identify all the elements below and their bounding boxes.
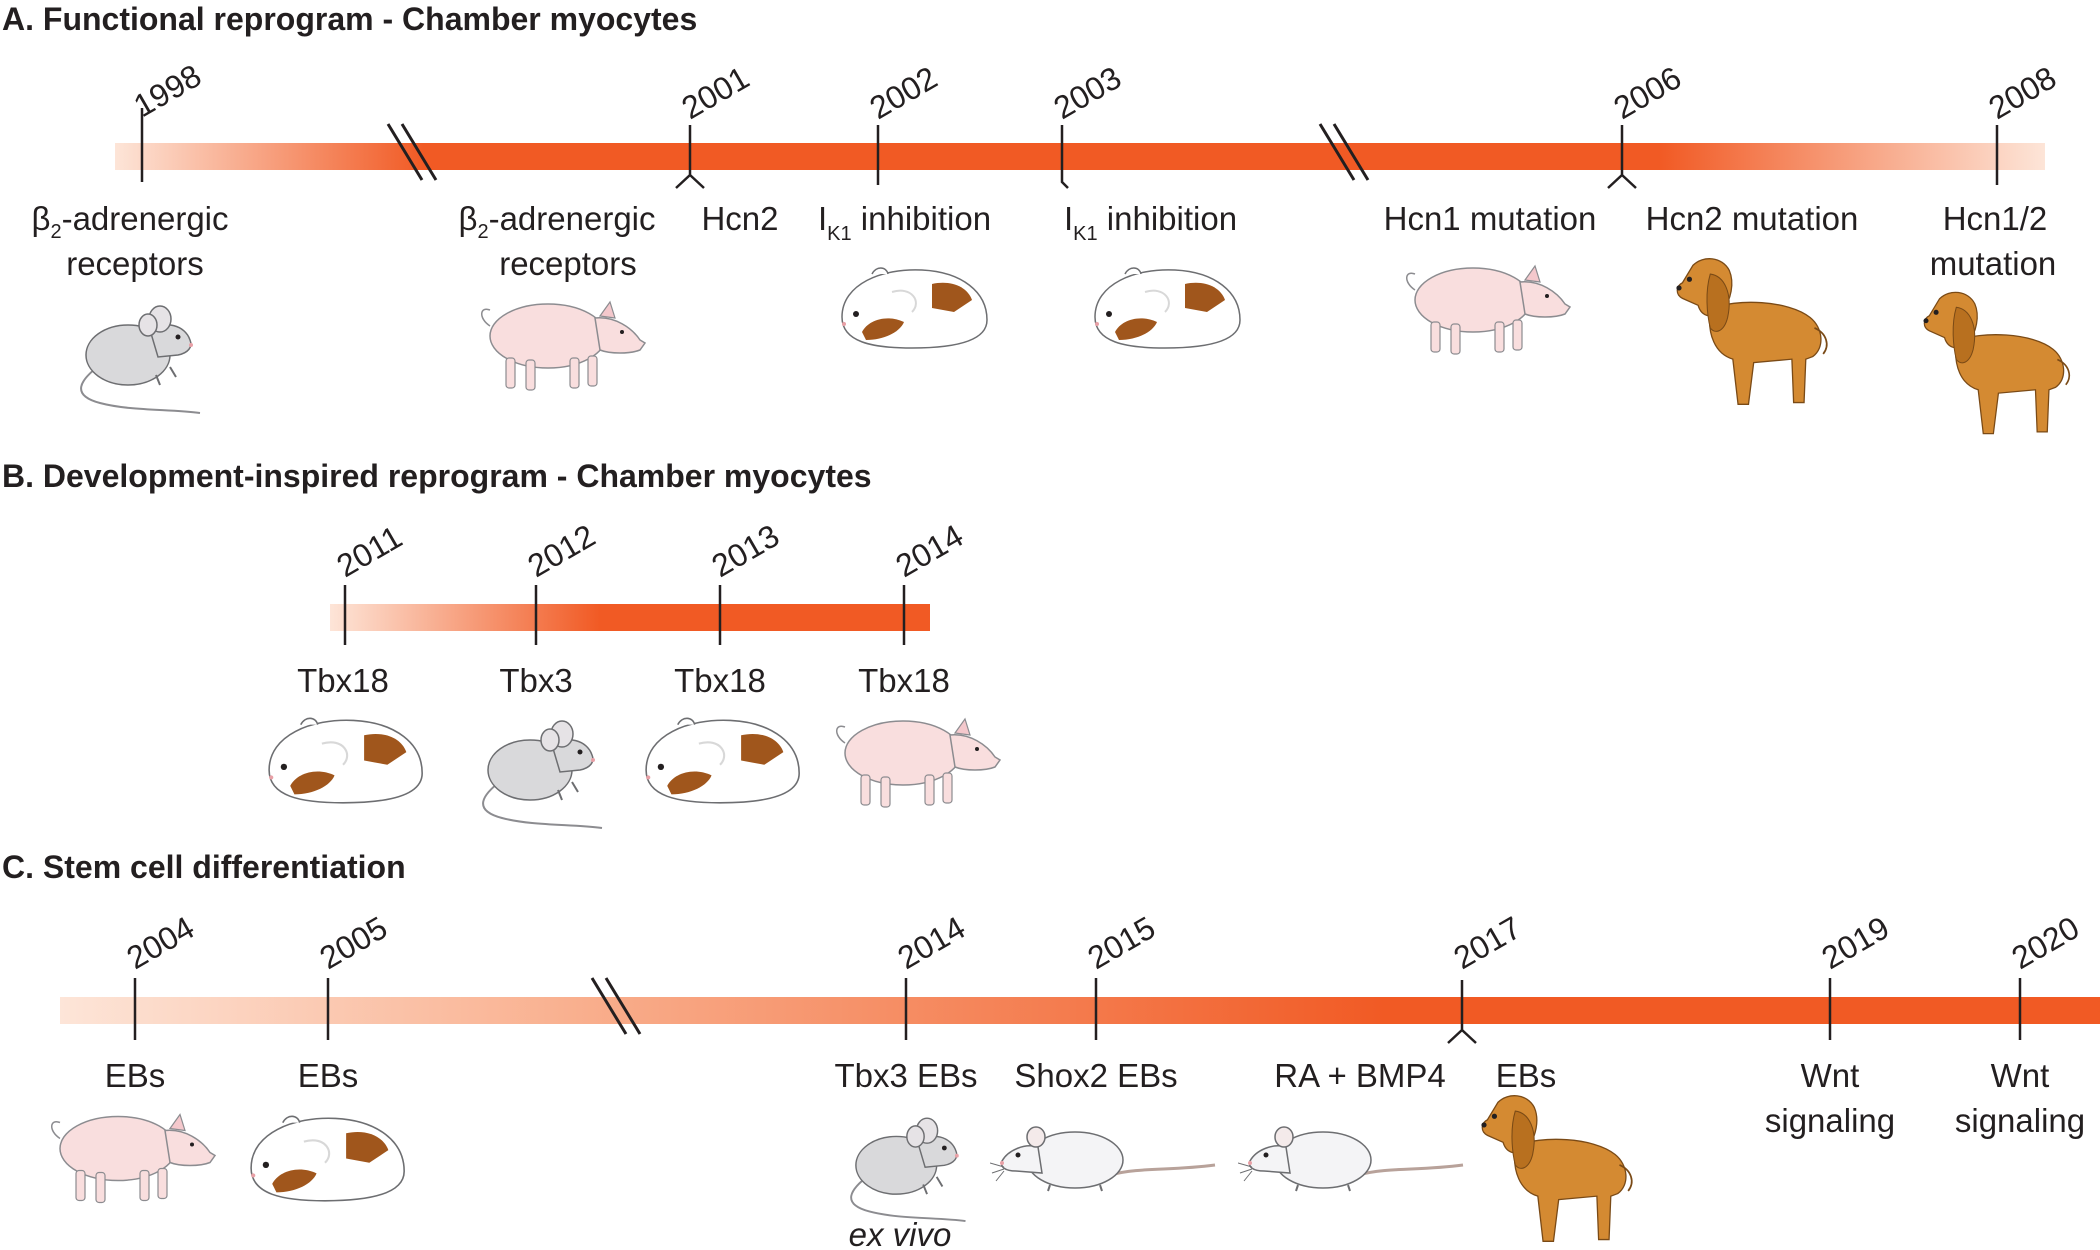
hcn1-mutation-label: Hcn1 mutation bbox=[1384, 200, 1597, 237]
pig-icon bbox=[480, 301, 646, 391]
year-label: 2004 bbox=[121, 909, 201, 976]
mouse-icon bbox=[850, 1117, 967, 1223]
dog-icon bbox=[1480, 1094, 1633, 1243]
mouse-icon bbox=[482, 720, 603, 829]
tbx3-ebs-label: Tbx3 EBs bbox=[834, 1057, 977, 1094]
guinea-pig-icon bbox=[250, 1115, 406, 1202]
tbx3-label: Tbx3 bbox=[499, 662, 572, 699]
shox2-ebs-label: Shox2 EBs bbox=[1014, 1057, 1177, 1094]
year-label: 2013 bbox=[706, 517, 786, 584]
pig-icon bbox=[1405, 265, 1571, 355]
year-label: 2006 bbox=[1608, 59, 1688, 126]
panel-a-axis-break-1 bbox=[386, 123, 438, 181]
panel-a-axis-break-2 bbox=[1318, 123, 1370, 181]
year-label: 2008 bbox=[1983, 59, 2063, 126]
ebs-label: EBs bbox=[105, 1057, 166, 1094]
year-label: 2015 bbox=[1082, 909, 1162, 976]
pig-icon bbox=[50, 1113, 216, 1204]
ebs-label: EBs bbox=[1496, 1057, 1557, 1094]
ik1-inhibition-label: IK1 inhibition bbox=[1064, 200, 1237, 245]
receptors-label: receptors bbox=[499, 245, 637, 282]
year-label: 2020 bbox=[2006, 909, 2086, 976]
panel-c-tick-2017 bbox=[1447, 980, 1477, 1044]
rat-icon bbox=[1238, 1125, 1465, 1193]
tbx18-label: Tbx18 bbox=[297, 662, 389, 699]
ik1-inhibition-label: IK1 inhibition bbox=[818, 200, 991, 245]
wnt-label: Wnt bbox=[1801, 1057, 1860, 1094]
panel-a-tick-2003 bbox=[1060, 125, 1069, 189]
year-label: 2001 bbox=[676, 59, 756, 126]
year-label: 2011 bbox=[331, 518, 409, 584]
mouse-icon bbox=[80, 305, 201, 414]
year-label: 2019 bbox=[1816, 909, 1896, 976]
panel-c-axis-break bbox=[590, 977, 642, 1035]
guinea-pig-icon bbox=[1094, 267, 1241, 349]
tbx18-label: Tbx18 bbox=[674, 662, 766, 699]
year-label: 2017 bbox=[1448, 909, 1528, 976]
tbx18-label: Tbx18 bbox=[858, 662, 950, 699]
beta2-adrenergic-label: β2-adrenergic bbox=[31, 200, 228, 243]
mutation-label: mutation bbox=[1930, 245, 2057, 282]
guinea-pig-icon bbox=[645, 717, 801, 804]
dog-icon bbox=[1675, 257, 1828, 406]
year-label: 2003 bbox=[1048, 59, 1128, 126]
year-label: 2014 bbox=[890, 517, 970, 584]
beta2-adrenergic-label: β2-adrenergic bbox=[458, 200, 655, 243]
hcn2-label: Hcn2 bbox=[701, 200, 778, 237]
panel-a-tick-2006 bbox=[1607, 125, 1637, 189]
rat-icon bbox=[990, 1125, 1217, 1193]
year-label: 2005 bbox=[314, 909, 394, 976]
panel-c-timeline-bar bbox=[60, 997, 2100, 1024]
hcn2-mutation-label: Hcn2 mutation bbox=[1646, 200, 1859, 237]
panel-c-title: C. Stem cell differentiation bbox=[2, 849, 406, 885]
signaling-label: signaling bbox=[1955, 1102, 2085, 1139]
panel-a-tick-2001 bbox=[675, 125, 705, 189]
panel-b-title: B. Development-inspired reprogram - Cham… bbox=[2, 458, 872, 494]
ra-bmp4-label: RA + BMP4 bbox=[1274, 1057, 1446, 1094]
ebs-label: EBs bbox=[298, 1057, 359, 1094]
panel-a-timeline-bar bbox=[115, 143, 2045, 170]
panel-a-title: A. Functional reprogram - Chamber myocyt… bbox=[2, 1, 697, 37]
hcn12-label: Hcn1/2 bbox=[1943, 200, 2048, 237]
year-label: 1998 bbox=[128, 57, 208, 124]
dog-icon bbox=[1922, 291, 2071, 435]
year-label: 2014 bbox=[892, 909, 972, 976]
signaling-label: signaling bbox=[1765, 1102, 1895, 1139]
year-label: 2012 bbox=[522, 517, 602, 584]
pig-icon bbox=[835, 718, 1001, 808]
year-label: 2002 bbox=[864, 59, 944, 126]
guinea-pig-icon bbox=[268, 717, 424, 804]
panel-b-timeline-bar bbox=[330, 604, 930, 631]
receptors-label: receptors bbox=[66, 245, 204, 282]
guinea-pig-icon bbox=[841, 267, 988, 349]
wnt-label: Wnt bbox=[1991, 1057, 2050, 1094]
ex-vivo-label: ex vivo bbox=[849, 1216, 952, 1250]
